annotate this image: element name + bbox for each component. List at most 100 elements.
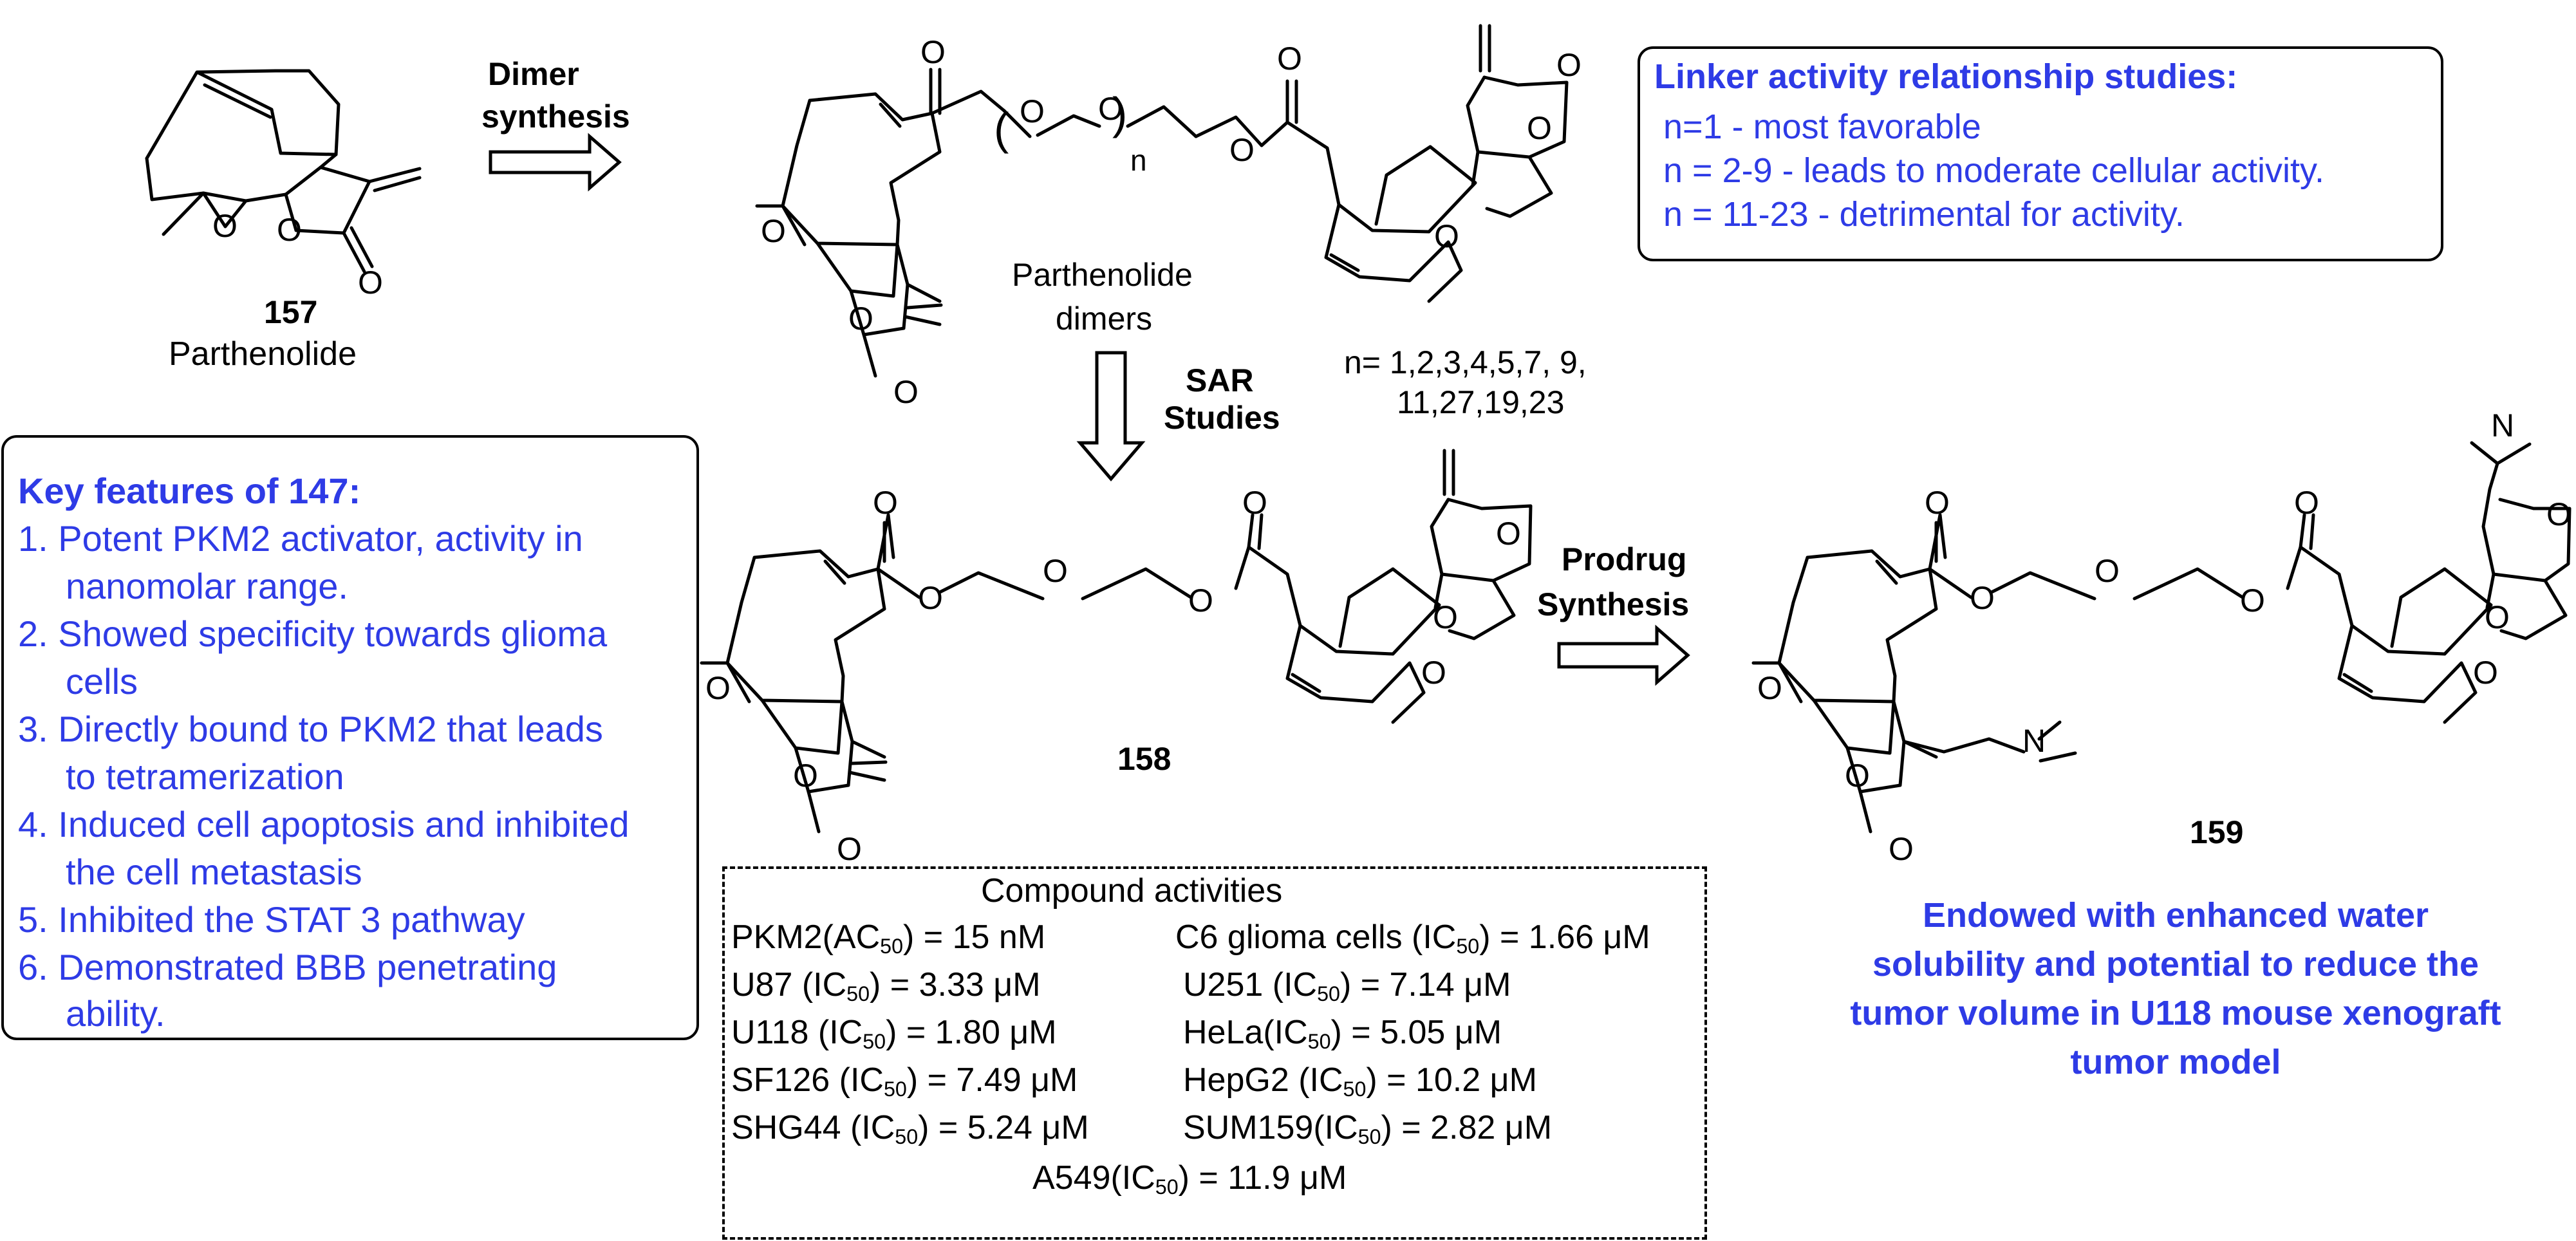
compound-159-number: 159 xyxy=(2190,814,2244,850)
sar-label-1: SAR xyxy=(1186,362,1254,398)
dimers-name-2: dimers xyxy=(1056,301,1153,337)
atom-o: O xyxy=(2294,485,2319,521)
prodrug-label-2: Synthesis xyxy=(1537,586,1690,622)
structure-dimer xyxy=(755,24,1569,378)
key-features-box: Key features of 147: 1. Potent PKM2 acti… xyxy=(1,435,699,1040)
atom-o: O xyxy=(1277,41,1302,77)
feature-line: 5. Inhibited the STAT 3 pathway xyxy=(18,899,525,940)
activity-pkm2: PKM2(AC50) = 15 nM xyxy=(731,919,1046,958)
dimer-synthesis-label-2: synthesis xyxy=(481,98,630,135)
feature-line: 3. Directly bound to PKM2 that leads xyxy=(18,709,603,749)
activity-u251: U251 (IC50) = 7.14 μM xyxy=(1183,966,1511,1006)
caption-line: tumor model xyxy=(2070,1043,2281,1081)
atom-o: O xyxy=(1889,831,1914,867)
atom-o: O xyxy=(1229,132,1255,168)
atom-o: O xyxy=(2240,583,2265,619)
activity-u118: U118 (IC50) = 1.80 μM xyxy=(731,1014,1057,1054)
sar-label-2: Studies xyxy=(1164,400,1280,436)
activity-shg44: SHG44 (IC50) = 5.24 μM xyxy=(731,1109,1089,1149)
feature-line: 6. Demonstrated BBB penetrating xyxy=(18,947,557,987)
atom-o: O xyxy=(1421,655,1446,691)
activity-c6: C6 glioma cells (IC50) = 1.66 μM xyxy=(1175,919,1650,958)
atom-o: O xyxy=(848,301,873,337)
atom-o: O xyxy=(1556,47,1582,83)
feature-line: nanomolar range. xyxy=(66,566,348,606)
atom-o: O xyxy=(873,485,898,521)
n-values-line-1: n= 1,2,3,4,5,7, 9, xyxy=(1344,344,1587,380)
features-title: Key features of 147: xyxy=(18,471,361,511)
linker-studies-box: Linker activity relationship studies: n=… xyxy=(1638,46,2443,261)
paren-close: ) xyxy=(1112,88,1128,138)
activity-sf126: SF126 (IC50) = 7.49 μM xyxy=(731,1061,1078,1101)
atom-o: O xyxy=(212,208,238,244)
atom-n: N xyxy=(2022,723,2046,759)
atom-o: O xyxy=(1970,580,1995,616)
linker-item: n = 11-23 - detrimental for activity. xyxy=(1663,195,2185,234)
compound-157-number: 157 xyxy=(264,294,318,330)
atom-o: O xyxy=(1434,218,1459,254)
atom-o: O xyxy=(705,670,731,706)
sar-arrow xyxy=(1076,351,1146,481)
atom-o: O xyxy=(1925,485,1950,521)
n-values-line-2: 11,27,19,23 xyxy=(1397,384,1565,420)
repeat-n: n xyxy=(1130,144,1147,177)
atom-o: O xyxy=(1845,758,1870,794)
atom-o: O xyxy=(893,374,919,410)
structure-158 xyxy=(700,449,1533,834)
atom-o: O xyxy=(1188,583,1213,619)
feature-line: the cell metastasis xyxy=(66,852,362,892)
atom-o: O xyxy=(761,213,786,249)
atom-n: N xyxy=(2491,407,2515,443)
caption-line: Endowed with enhanced water xyxy=(1922,896,2429,935)
prodrug-synthesis-arrow xyxy=(1557,624,1690,686)
dimers-name-1: Parthenolide xyxy=(1012,257,1193,293)
compound-157-name: Parthenolide xyxy=(169,335,357,373)
atom-o: O xyxy=(1043,553,1068,589)
compound-158-number: 158 xyxy=(1117,741,1171,777)
linker-box-title: Linker activity relationship studies: xyxy=(1654,57,2238,96)
atom-o: O xyxy=(1020,93,1045,129)
activity-hepg2: HepG2 (IC50) = 10.2 μM xyxy=(1183,1061,1537,1101)
atom-o: O xyxy=(1496,516,1521,552)
atom-o: O xyxy=(358,265,383,301)
compound-159-caption: Endowed with enhanced water solubility a… xyxy=(1783,891,2568,1087)
atom-o: O xyxy=(1242,485,1267,521)
atom-o: O xyxy=(277,212,302,248)
feature-line: 1. Potent PKM2 activator, activity in xyxy=(18,518,583,559)
caption-line: tumor volume in U118 mouse xenograft xyxy=(1850,994,2501,1032)
compound-activities-box: Compound activities PKM2(AC50) = 15 nM U… xyxy=(722,866,1707,1240)
atom-o: O xyxy=(1098,91,1123,127)
feature-line: 2. Showed specificity towards glioma xyxy=(18,613,608,654)
atom-o: O xyxy=(793,758,818,794)
atom-o: O xyxy=(2095,553,2120,589)
dimer-synthesis-arrow xyxy=(489,133,622,192)
dimer-synthesis-label-1: Dimer xyxy=(488,56,579,92)
activity-a549: A549(IC50) = 11.9 μM xyxy=(1032,1159,1347,1199)
activity-hela: HeLa(IC50) = 5.05 μM xyxy=(1183,1014,1502,1054)
linker-item: n = 2-9 - leads to moderate cellular act… xyxy=(1663,151,2324,190)
atom-o: O xyxy=(2546,496,2571,532)
structure-157 xyxy=(145,69,422,274)
feature-line: to tetramerization xyxy=(66,756,344,797)
atom-o: O xyxy=(1433,599,1458,635)
activities-title: Compound activities xyxy=(981,872,1283,910)
caption-line: solubility and potential to reduce the xyxy=(1872,945,2479,984)
structure-159 xyxy=(1751,441,2571,834)
activity-sum159: SUM159(IC50) = 2.82 μM xyxy=(1183,1109,1553,1149)
atom-o: O xyxy=(1757,670,1782,706)
activity-u87: U87 (IC50) = 3.33 μM xyxy=(731,966,1041,1006)
prodrug-label-1: Prodrug xyxy=(1562,541,1687,577)
feature-line: 4. Induced cell apoptosis and inhibited xyxy=(18,804,630,844)
feature-line: ability. xyxy=(66,993,165,1034)
atom-o: O xyxy=(918,580,943,616)
linker-item: n=1 - most favorable xyxy=(1663,107,1981,146)
atom-o: O xyxy=(2485,599,2510,635)
feature-line: cells xyxy=(66,661,138,702)
atom-o: O xyxy=(920,34,946,70)
atom-o: O xyxy=(2473,655,2498,691)
atom-o: O xyxy=(837,831,862,867)
paren-open: ( xyxy=(994,104,1009,154)
atom-o: O xyxy=(1527,110,1552,146)
